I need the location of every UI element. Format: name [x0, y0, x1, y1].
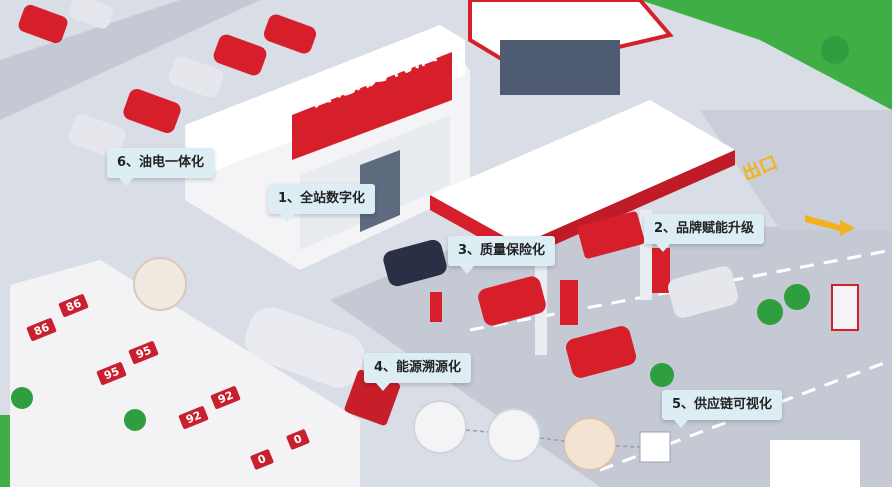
supply-chain-links	[465, 429, 641, 448]
callout-supply-chain-visualization: 5、供应链可视化	[662, 390, 783, 428]
grass-strip-top-right	[640, 0, 892, 110]
building-bottom-right	[770, 440, 860, 487]
fuel-pumps	[430, 248, 670, 325]
trees	[11, 36, 849, 431]
fuel-storage-area	[10, 260, 360, 487]
exit-arrow	[805, 215, 855, 236]
parked-cars	[18, 0, 317, 159]
canopy-sign-band	[520, 150, 735, 260]
store-sign-board	[292, 52, 452, 160]
callout-fuel-ev-integration: 6、油电一体化	[107, 148, 215, 186]
callout-quality-assurance: 3、质量保险化	[448, 236, 556, 274]
convenience-store	[185, 25, 470, 270]
callout-digitalization: 1、全站数字化	[268, 184, 376, 222]
car-wash	[468, 0, 674, 95]
road-right	[700, 110, 892, 230]
station-cars	[383, 211, 739, 378]
supply-chain-nodes	[133, 257, 671, 471]
road-parking	[0, 0, 260, 120]
callout-energy-traceability: 4、能源溯源化	[364, 353, 472, 391]
fuel-canopy	[430, 100, 735, 355]
callout-brand-empowerment: 2、品牌赋能升级	[644, 214, 765, 252]
ev-charger	[831, 284, 859, 331]
